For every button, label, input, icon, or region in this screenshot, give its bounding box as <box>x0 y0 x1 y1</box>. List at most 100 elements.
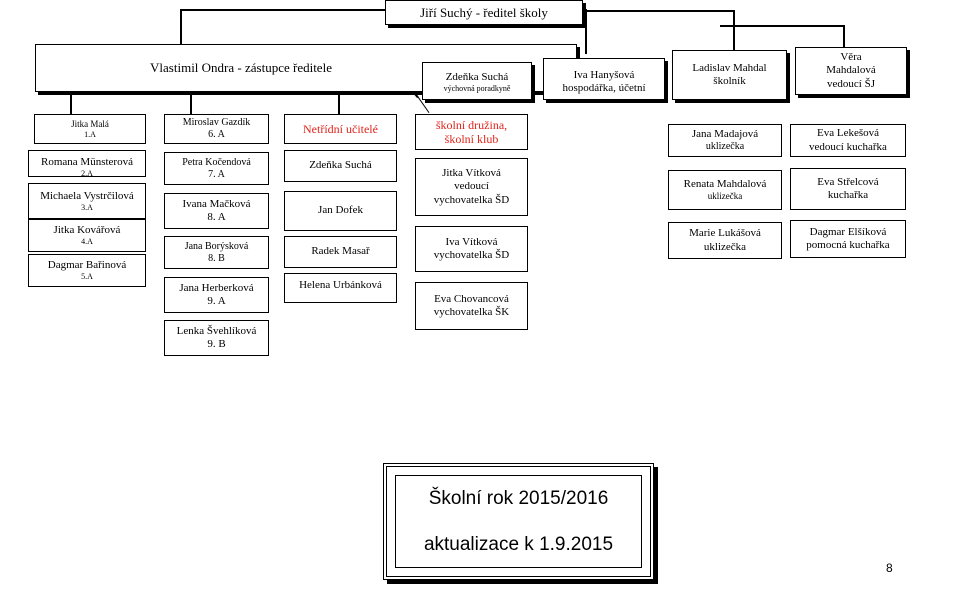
staff-role: výchovná poradkyně <box>443 83 511 93</box>
staff-name: Věra Mahdalová <box>826 51 876 77</box>
teacher-box: Jan Dofek <box>284 191 397 231</box>
staff-role: školník <box>713 75 746 87</box>
educator-role: vedoucí <box>454 180 489 193</box>
teacher-name: Petra Kočendová <box>182 156 251 168</box>
teacher-box: Radek Masař <box>284 236 397 268</box>
staff-box: Jana Madajová uklizečka <box>668 124 782 157</box>
update-date-text: aktualizace k 1.9.2015 <box>423 533 614 555</box>
teacher-box: Helena Urbánková <box>284 273 397 303</box>
teacher-name: Zdeňka Suchá <box>309 159 372 172</box>
teacher-box: Zdeňka Suchá <box>284 150 397 182</box>
connector-line <box>585 9 587 54</box>
top-staff-box: Iva Hanyšová hospodářka, účetní <box>543 58 665 100</box>
teacher-box: Jitka Malá 1.A <box>34 114 146 144</box>
teacher-box: Romana Münsterová 2.A <box>28 150 146 177</box>
teacher-name: Romana Münsterová <box>41 156 133 168</box>
staff-name: Dagmar Elšíková <box>809 225 887 238</box>
staff-role: pomocná kuchařka <box>806 239 890 251</box>
staff-box: Dagmar Elšíková pomocná kuchařka <box>790 220 906 258</box>
staff-role: uklizečka <box>707 191 743 202</box>
teacher-name: Jitka Kovářová <box>53 224 121 237</box>
staff-name: Marie Lukášová <box>689 227 761 240</box>
connector-line <box>733 10 735 50</box>
teacher-box: Jana Borýsková 8. B <box>164 236 269 269</box>
staff-role: hospodářka, účetní <box>562 82 646 95</box>
staff-box: Renata Mahdalová uklizečka <box>668 170 782 210</box>
educator-role: vychovatelka ŠD <box>433 249 510 261</box>
teacher-class: 2.A <box>81 169 93 177</box>
teacher-name: Jan Dofek <box>318 204 363 217</box>
educator-name: Eva Chovancová <box>434 292 509 305</box>
staff-role: uklizečka <box>703 240 747 253</box>
teacher-class: 3.A <box>81 202 93 212</box>
staff-name: Renata Mahdalová <box>683 178 767 190</box>
school-year-inner: Školní rok 2015/2016 aktualizace k 1.9.2… <box>395 475 642 568</box>
top-staff-box: Zdeňka Suchá výchovná poradkyně <box>422 62 532 100</box>
educator-box: Eva Chovancová vychovatelka ŠK <box>415 282 528 330</box>
educator-role: vychovatelka ŠD <box>433 193 510 206</box>
staff-role: uklizečka <box>705 141 745 153</box>
teacher-box: Jana Herberková 9. A <box>164 277 269 313</box>
section-heading: školní družina, <box>435 117 508 132</box>
teacher-box: Dagmar Bařinová 5.A <box>28 254 146 287</box>
teacher-class: 5.A <box>81 272 93 282</box>
school-year-box: Školní rok 2015/2016 aktualizace k 1.9.2… <box>383 463 654 580</box>
staff-role: vedoucí ŠJ <box>827 77 875 90</box>
teacher-name: Helena Urbánková <box>299 279 382 291</box>
school-year-text: Školní rok 2015/2016 <box>428 487 609 509</box>
director-box: Jiří Suchý - ředitel školy <box>385 0 583 25</box>
staff-role: vedoucí kuchařka <box>809 140 887 153</box>
teacher-class: 7. A <box>208 168 225 180</box>
teacher-name: Dagmar Bařinová <box>47 259 127 272</box>
staff-box: Eva Lekešová vedoucí kuchařka <box>790 124 906 157</box>
staff-name: Ladislav Mahdal <box>692 61 767 74</box>
connector-line <box>843 25 845 47</box>
teacher-name: Radek Masař <box>311 245 370 258</box>
teacher-box: Jitka Kovářová 4.A <box>28 219 146 252</box>
section-heading: školní klub <box>444 132 499 146</box>
connector-line <box>190 92 192 114</box>
teacher-box: Ivana Mačková 8. A <box>164 193 269 229</box>
staff-box: Eva Střelcová kuchařka <box>790 168 906 210</box>
teacher-class: 8. B <box>208 252 225 264</box>
teacher-box: Lenka Švehlíková 9. B <box>164 320 269 356</box>
teacher-name: Lenka Švehlíková <box>176 324 257 337</box>
deputy-title: Vlastimil Ondra - zástupce ředitele <box>150 60 332 76</box>
teacher-box: Petra Kočendová 7. A <box>164 152 269 185</box>
educator-box: Jitka Vítková vedoucí vychovatelka ŠD <box>415 158 528 216</box>
teacher-class: 6. A <box>208 129 225 140</box>
staff-name: Iva Hanyšová <box>573 69 635 81</box>
section-heading-box: školní družina, školní klub <box>415 114 528 150</box>
teacher-box: Michaela Vystrčilová 3.A <box>28 183 146 219</box>
staff-box: Marie Lukášová uklizečka <box>668 222 782 259</box>
connector-line <box>180 9 182 44</box>
top-staff-box: Ladislav Mahdal školník <box>672 50 787 100</box>
connector-line <box>338 92 340 114</box>
teacher-name: Ivana Mačková <box>182 197 251 210</box>
connector-line <box>180 9 385 11</box>
connector-line <box>70 92 72 114</box>
teacher-class: 8. A <box>207 211 226 223</box>
staff-name: Jana Madajová <box>691 127 759 140</box>
educator-box: Iva Vítková vychovatelka ŠD <box>415 226 528 272</box>
staff-name: Zdeňka Suchá <box>445 70 509 83</box>
teacher-name: Michaela Vystrčilová <box>40 189 134 202</box>
connector-line <box>720 25 845 27</box>
teacher-box: Miroslav Gazdík 6. A <box>164 114 269 144</box>
teacher-name: Miroslav Gazdík <box>182 117 251 128</box>
teacher-class: 9. A <box>207 295 226 307</box>
staff-name: Eva Střelcová <box>817 175 879 188</box>
teacher-name: Jitka Malá <box>71 118 109 129</box>
page-number: 8 <box>886 561 893 575</box>
staff-role: kuchařka <box>827 189 869 201</box>
educator-role: vychovatelka ŠK <box>433 306 510 318</box>
teacher-class: 1.A <box>84 129 96 139</box>
section-heading-box: Netřídní učitelé <box>284 114 397 144</box>
top-staff-box: Věra Mahdalová vedoucí ŠJ <box>795 47 907 95</box>
teacher-name: Jana Herberková <box>179 281 254 294</box>
teacher-class: 4.A <box>81 237 93 247</box>
educator-name: Jitka Vítková <box>442 167 501 180</box>
teacher-name: Jana Borýsková <box>184 240 249 252</box>
connector-line <box>583 10 733 12</box>
section-heading: Netřídní učitelé <box>303 121 378 136</box>
